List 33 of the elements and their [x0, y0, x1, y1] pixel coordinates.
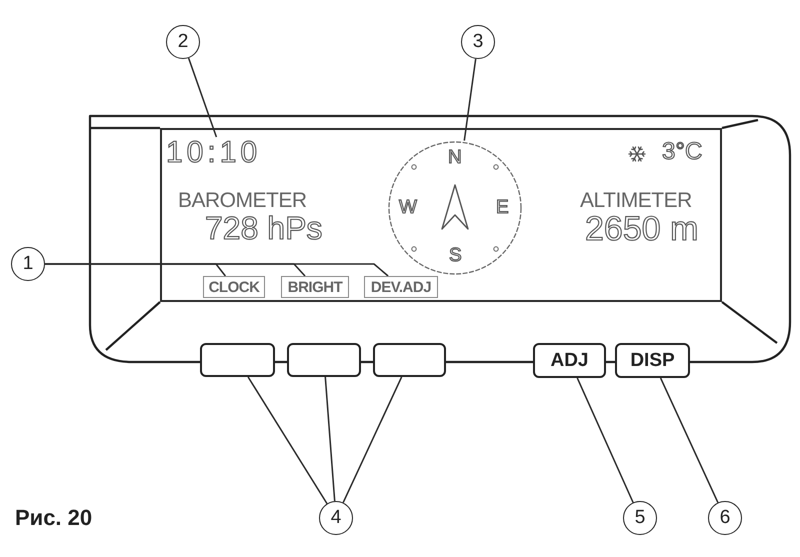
push-button	[287, 343, 361, 377]
clock-readout: 10:10	[166, 137, 278, 169]
compass-point-label: S	[449, 246, 462, 265]
push-button	[373, 343, 446, 377]
leader-line	[576, 378, 634, 503]
leader-line	[324, 376, 336, 502]
push-button: ADJ	[533, 343, 606, 378]
display-screen	[160, 128, 722, 302]
leader-line	[247, 376, 328, 504]
altimeter-heading: ALTIMETER	[580, 190, 692, 211]
pressure-readout: 728 hPs	[205, 212, 322, 244]
compass-point-label: E	[496, 198, 509, 217]
push-button: DISP	[615, 343, 690, 378]
push-button	[200, 343, 275, 377]
leader-line	[188, 58, 218, 138]
figure-caption: Рис. 20	[15, 505, 92, 531]
soft-key-label: BRIGHT	[281, 276, 349, 298]
callout-number: 2	[166, 25, 200, 59]
callout-number: 6	[708, 501, 742, 535]
callout-number: 5	[623, 501, 657, 535]
soft-key-label: CLOCK	[203, 276, 265, 298]
compass-point-label: N	[448, 148, 462, 167]
callout-number: 4	[319, 501, 353, 535]
callout-number: 3	[461, 25, 495, 59]
leader-line	[45, 263, 389, 277]
leader-line	[464, 58, 476, 141]
leader-line	[342, 376, 402, 503]
soft-key-label: DEV.ADJ	[364, 276, 438, 298]
callout-number: 1	[11, 247, 45, 281]
barometer-heading: BAROMETER	[178, 190, 307, 211]
leader-line	[660, 378, 719, 503]
altitude-readout: 2650 m	[585, 212, 698, 246]
temperature-readout: 3°C	[662, 140, 702, 164]
